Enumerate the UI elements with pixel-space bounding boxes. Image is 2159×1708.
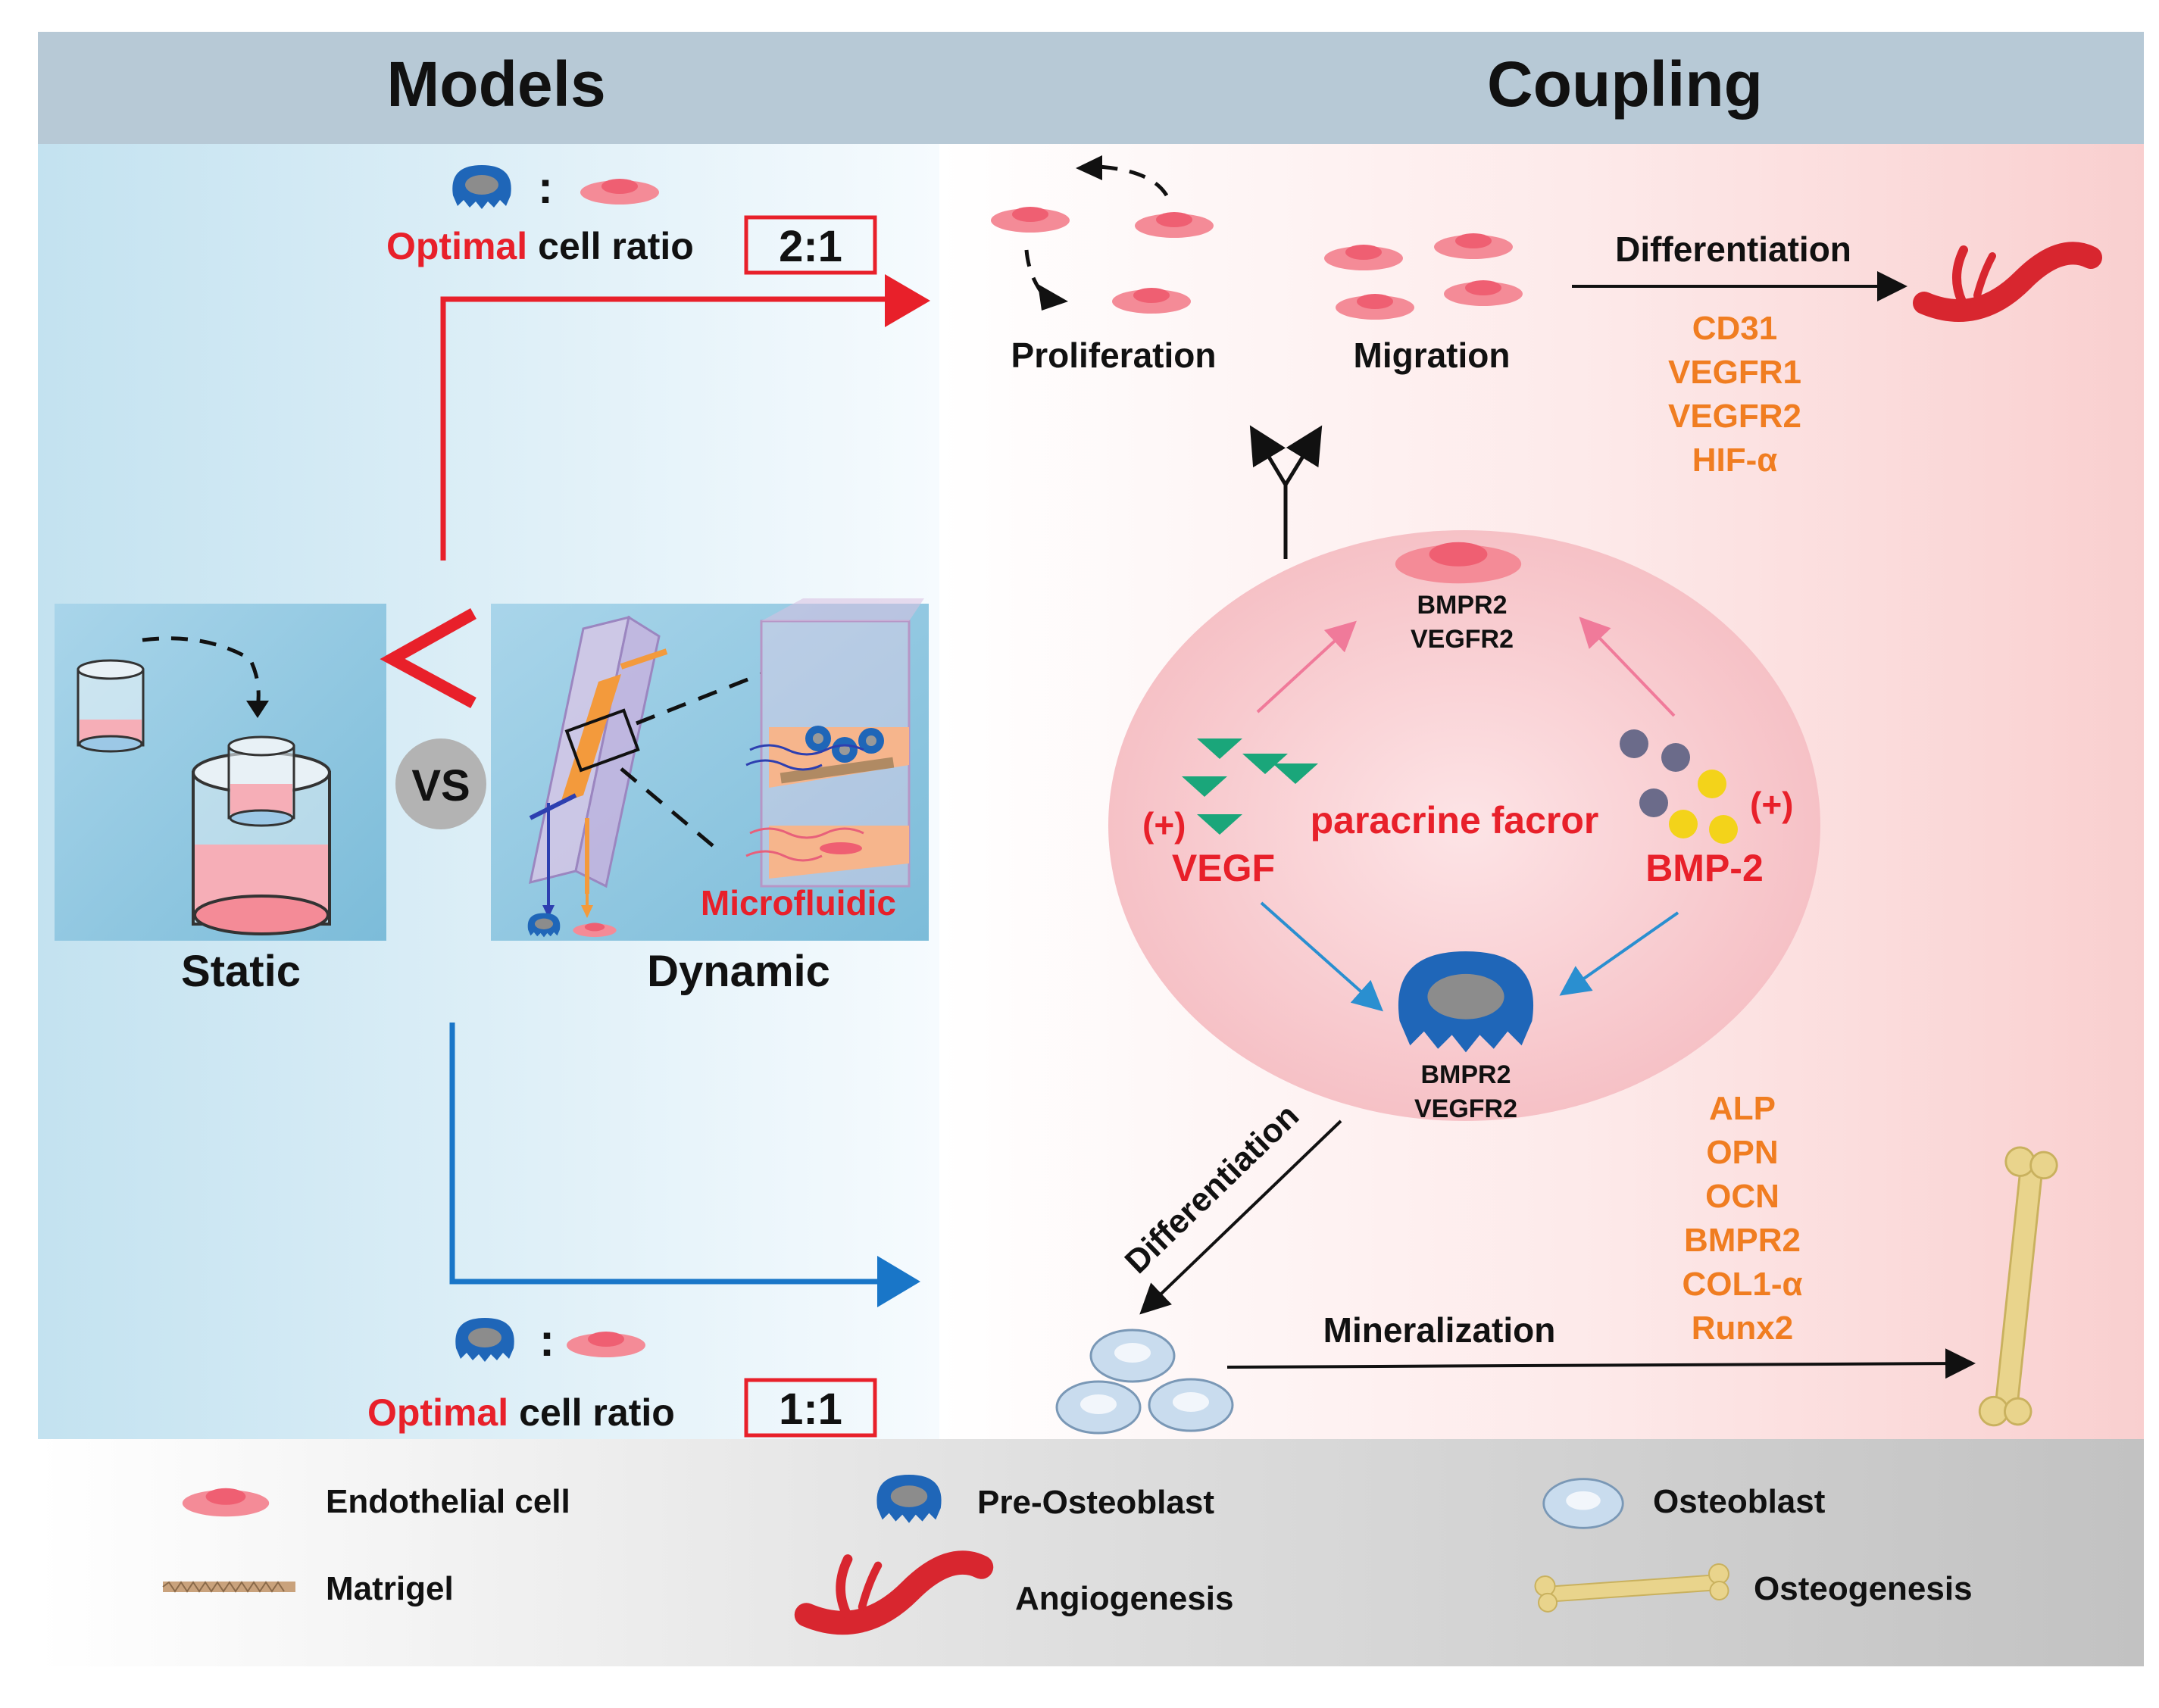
top-optimal-label: Optimal cell ratio <box>386 225 694 267</box>
blue-path-arrow <box>449 1023 879 1285</box>
bottom-ratio-value: 1:1 <box>779 1385 842 1434</box>
dynamic-panel <box>491 598 929 941</box>
models-title: Models <box>386 48 605 120</box>
receptor-bottom-2: VEGFR2 <box>1414 1094 1517 1123</box>
bmp2-label: BMP-2 <box>1645 847 1764 889</box>
top-ratio-box <box>744 215 877 275</box>
top-optimal-red: Optimal <box>386 225 527 267</box>
receptor-bottom-1: BMPR2 <box>1420 1060 1511 1089</box>
legend-angiogenesis-label: Angiogenesis <box>1015 1580 1234 1617</box>
vs-circle <box>395 738 486 829</box>
angio-markers: CD31 VEGFR1 VEGFR2 HIF-α <box>1668 310 1801 479</box>
receptor-top-1: BMPR2 <box>1417 591 1507 620</box>
legend-matrigel-label: Matrigel <box>326 1570 454 1607</box>
marker-ocn: OCN <box>1705 1178 1779 1215</box>
marker-runx2: Runx2 <box>1692 1310 1793 1347</box>
header-bar <box>38 32 2144 144</box>
coupling-title: Coupling <box>1487 48 1763 120</box>
bottom-optimal-red: Optimal <box>367 1391 508 1434</box>
marker-bmpr2: BMPR2 <box>1684 1222 1801 1259</box>
proliferation-group <box>991 155 1214 314</box>
vegf-to-endo-arrow <box>1256 620 1357 713</box>
top-ratio-cells: : <box>452 162 659 213</box>
paracrine-circle <box>1108 530 1820 1121</box>
comparison-symbol <box>380 608 476 709</box>
top-ratio-colon: : <box>538 162 553 213</box>
marker-hif: HIF-α <box>1692 442 1778 479</box>
marker-cd31: CD31 <box>1692 310 1778 347</box>
legend-endothelial-label: Endothelial cell <box>326 1483 570 1520</box>
paracrine-label: paracrine facror <box>1311 799 1599 842</box>
dynamic-label: Dynamic <box>647 947 830 996</box>
marker-alp: ALP <box>1709 1090 1776 1127</box>
vegf-to-preost-arrow <box>1260 901 1383 1012</box>
marker-vegfr2: VEGFR2 <box>1668 398 1801 435</box>
legend-osteoblast-label: Osteoblast <box>1653 1483 1826 1520</box>
static-label: Static <box>181 947 301 996</box>
bmp2-balls <box>1620 729 1738 844</box>
osteo-markers: ALP OPN OCN BMPR2 COL1-α Runx2 <box>1682 1090 1802 1347</box>
blue-arrowhead <box>877 1256 920 1307</box>
red-arrowhead <box>885 274 930 327</box>
bmp-to-endo-arrow <box>1579 617 1676 717</box>
receptor-y-icon <box>1249 425 1323 559</box>
vegf-plus: (+) <box>1142 805 1186 845</box>
bmp-to-preost-arrow <box>1559 911 1679 996</box>
differentiation-diag-arrow <box>1139 1119 1342 1315</box>
top-ratio-value: 2:1 <box>779 222 842 271</box>
legend-background <box>38 1439 2144 1666</box>
receptor-top-2: VEGFR2 <box>1411 625 1514 654</box>
microfluidic-label: Microfluidic <box>701 883 896 923</box>
mineralization-arrow <box>1226 1348 1976 1379</box>
legend-osteogenesis-label: Osteogenesis <box>1754 1570 1973 1607</box>
marker-opn: OPN <box>1706 1134 1778 1171</box>
bmp2-plus: (+) <box>1750 785 1794 824</box>
bottom-cell-ratio: cell ratio <box>519 1391 675 1434</box>
legend-osteoblast-icon <box>1542 1478 1624 1529</box>
marker-col1: COL1-α <box>1682 1266 1802 1303</box>
bottom-ratio-box <box>744 1378 877 1438</box>
static-panel <box>55 604 386 941</box>
bottom-ratio-cells: : <box>455 1315 645 1366</box>
top-cell-ratio: cell ratio <box>538 225 694 267</box>
mineralization-label: Mineralization <box>1323 1310 1556 1350</box>
vs-label: VS <box>411 761 470 810</box>
vegf-label: VEGF <box>1172 847 1275 889</box>
red-path-arrow <box>440 296 886 560</box>
differentiation-top-label: Differentiation <box>1615 230 1851 269</box>
legend-matrigel-icon <box>162 1581 295 1593</box>
bottom-optimal-label: Optimal cell ratio <box>367 1391 675 1434</box>
migration-label: Migration <box>1354 336 1511 375</box>
proliferation-label: Proliferation <box>1011 336 1217 375</box>
bottom-ratio-colon: : <box>539 1315 555 1366</box>
marker-vegfr1: VEGFR1 <box>1668 354 1801 391</box>
legend-pre-osteoblast-label: Pre-Osteoblast <box>977 1484 1214 1521</box>
vegf-triangles <box>1182 738 1318 835</box>
